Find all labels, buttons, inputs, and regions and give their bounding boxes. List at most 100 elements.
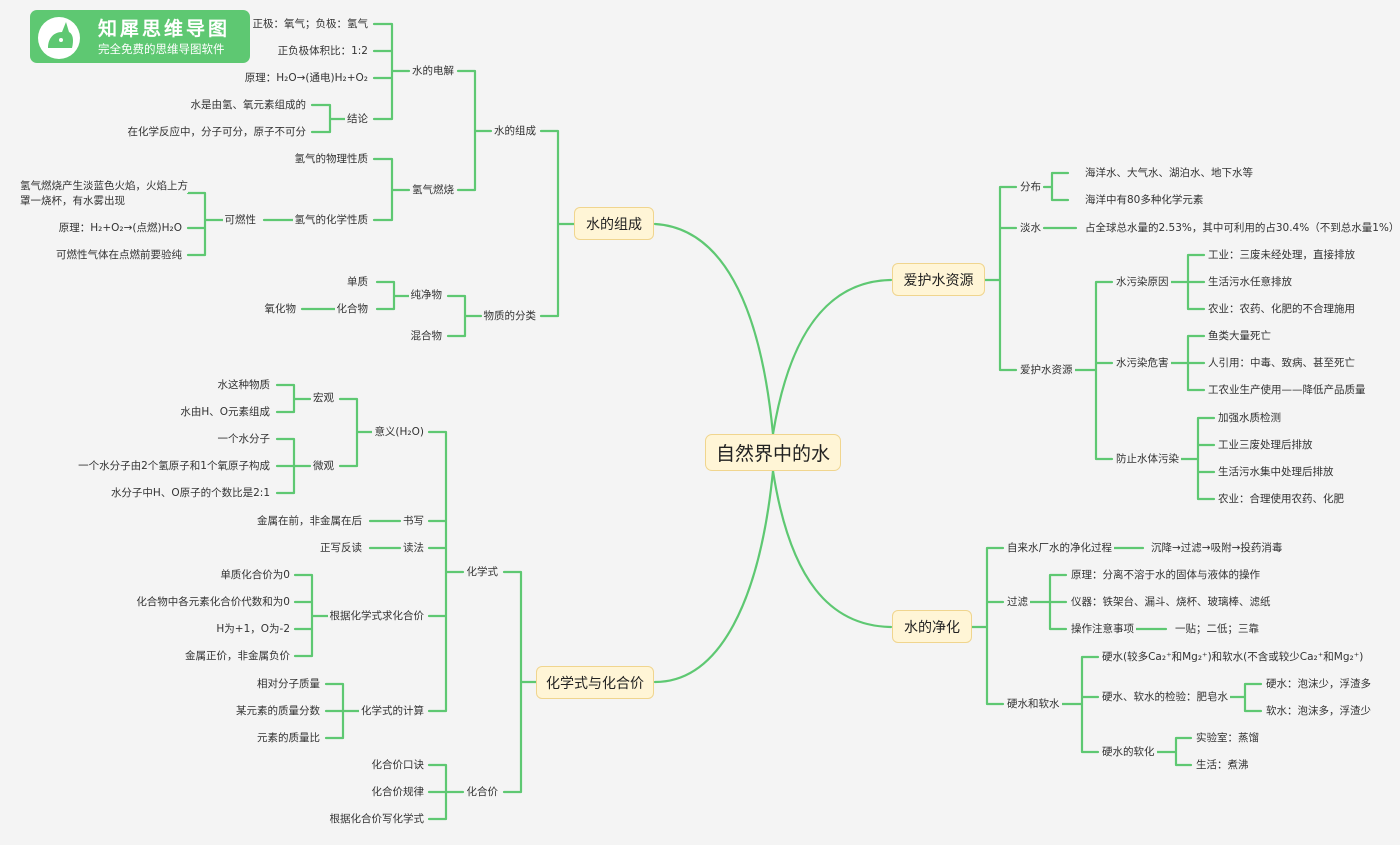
node-micro-atoms[interactable]: 一个水分子由2个氢原子和1个氧原子构成 (76, 459, 272, 473)
node-softening-lab[interactable]: 实验室：蒸馏 (1194, 731, 1261, 745)
node-hardness-definition[interactable]: 硬水(较多Ca₂⁺和Mg₂⁺)和软水(不含或较少Ca₂⁺和Mg₂⁺) (1100, 650, 1366, 664)
node-composition-sub[interactable]: 水的组成 (492, 124, 538, 138)
node-writing[interactable]: 书写 (401, 514, 426, 528)
node-filtration[interactable]: 过滤 (1005, 595, 1030, 609)
node-formula-calculation[interactable]: 化学式的计算 (359, 704, 426, 718)
topic-water-composition[interactable]: 水的组成 (574, 207, 654, 240)
node-mixture[interactable]: 混合物 (408, 329, 444, 343)
node-writing-rule[interactable]: 金属在前，非金属在后 (255, 514, 364, 528)
line-prevention (1176, 416, 1216, 501)
curve-root-formula (653, 469, 775, 684)
node-electrolysis[interactable]: 水的电解 (410, 64, 456, 78)
line-hardness (1058, 655, 1100, 754)
node-electrolysis-principle[interactable]: 原理：H₂O→(通电)H₂+O₂ (242, 71, 370, 85)
node-conclusion[interactable]: 结论 (345, 112, 370, 126)
node-micro[interactable]: 微观 (311, 459, 336, 473)
node-distribution-elements[interactable]: 海洋中有80多种化学元素 (1083, 193, 1206, 207)
node-flame-line2[interactable]: 罩一烧杯，有水雾出现 (20, 194, 125, 208)
node-freshwater-share[interactable]: 占全球总水量的2.53%，其中可利用的占30.4%（不到总水量1%） (1083, 221, 1400, 235)
node-valence-element-zero[interactable]: 单质化合价为0 (218, 568, 292, 582)
node-valence-rules[interactable]: 化合价规律 (369, 785, 426, 799)
node-distribution[interactable]: 分布 (1018, 180, 1043, 194)
node-hydrogen-chemical[interactable]: 氢气的化学性质 (292, 213, 370, 227)
line-protect (983, 185, 1018, 372)
node-flammability[interactable]: 可燃性 (222, 213, 258, 227)
node-mass-ratio[interactable]: 元素的质量比 (255, 731, 322, 745)
node-macro-water[interactable]: 水这种物质 (215, 378, 272, 392)
node-hardness-test[interactable]: 硬水、软水的检验：肥皂水 (1100, 690, 1230, 704)
node-micro-molecule[interactable]: 一个水分子 (215, 432, 272, 446)
node-reading[interactable]: 读法 (401, 541, 426, 555)
node-filtration-principle[interactable]: 原理：分离不溶于水的固体与液体的操作 (1069, 568, 1262, 582)
node-prevent-agriculture[interactable]: 农业：合理使用农药、化肥 (1216, 492, 1346, 506)
node-softening-home[interactable]: 生活：煮沸 (1194, 758, 1251, 772)
node-prevent-monitor[interactable]: 加强水质检测 (1216, 411, 1283, 425)
node-valence-metal[interactable]: 金属正价，非金属负价 (183, 649, 292, 663)
node-freshwater[interactable]: 淡水 (1018, 221, 1043, 235)
node-harm-production[interactable]: 工农业生产使用——降低产品质量 (1206, 383, 1368, 397)
logo-subtitle: 完全免费的思维导图软件 (98, 42, 225, 56)
node-verify-purity[interactable]: 可燃性气体在点燃前要验纯 (54, 248, 184, 262)
topic-protect-water[interactable]: 爱护水资源 (892, 263, 985, 296)
node-prevent-industry[interactable]: 工业三废处理后排放 (1216, 438, 1315, 452)
node-valence[interactable]: 化合价 (464, 785, 500, 799)
node-prevent-domestic[interactable]: 生活污水集中处理后排放 (1216, 465, 1336, 479)
brand-logo[interactable]: 知犀思维导图 完全免费的思维导图软件 (30, 10, 250, 63)
node-write-formula[interactable]: 根据化合价写化学式 (327, 812, 426, 826)
node-valence-from-formula[interactable]: 根据化学式求化合价 (327, 609, 426, 623)
node-treatment-steps[interactable]: 沉降→过滤→吸附→投药消毒 (1149, 541, 1285, 555)
line-flammability (186, 191, 228, 257)
node-filtration-rules[interactable]: 一贴；二低；三靠 (1173, 622, 1261, 636)
node-pollution-causes[interactable]: 水污染原因 (1114, 275, 1171, 289)
node-macro[interactable]: 宏观 (311, 391, 336, 405)
node-micro-ratio[interactable]: 水分子中H、O原子的个数比是2:1 (108, 486, 272, 500)
line-purify (970, 546, 1005, 706)
node-harm-fish[interactable]: 鱼类大量死亡 (1206, 329, 1273, 343)
node-soft-water-foam[interactable]: 软水：泡沫多，浮渣少 (1264, 704, 1373, 718)
root-topic[interactable]: 自然界中的水 (705, 434, 841, 471)
node-electrolysis-ratio[interactable]: 正负极体积比：1:2 (275, 44, 370, 58)
node-hydrogen-burning[interactable]: 氢气燃烧 (410, 183, 456, 197)
node-cause-domestic[interactable]: 生活污水任意排放 (1206, 275, 1294, 289)
node-conclusion-molecules[interactable]: 在化学反应中，分子可分，原子不可分 (125, 125, 308, 139)
node-conclusion-elements[interactable]: 水是由氢、氧元素组成的 (188, 98, 308, 112)
node-combustion-principle[interactable]: 原理：H₂+O₂→(点燃)H₂O (56, 221, 184, 235)
node-valence-h-o[interactable]: H为+1，O为-2 (214, 622, 292, 636)
node-electrolysis-poles[interactable]: 正极：氧气；负极：氢气 (250, 17, 370, 31)
line-classification (446, 294, 483, 338)
node-hard-water-foam[interactable]: 硬水：泡沫少，浮渣多 (1264, 677, 1373, 691)
node-meaning-h2o[interactable]: 意义(H₂O) (372, 425, 426, 439)
node-hydrogen-physical[interactable]: 氢气的物理性质 (292, 152, 370, 166)
node-cause-agriculture[interactable]: 农业：农药、化肥的不合理施用 (1206, 302, 1357, 316)
node-prevent-pollution[interactable]: 防止水体污染 (1114, 452, 1181, 466)
node-chemical-formula[interactable]: 化学式 (464, 565, 500, 579)
node-flame-line1[interactable]: 氢气燃烧产生淡蓝色火焰，火焰上方 (20, 179, 188, 193)
node-oxide[interactable]: 氧化物 (262, 302, 298, 316)
line-valence (427, 763, 465, 821)
node-element-substance[interactable]: 单质 (345, 275, 370, 289)
node-mass-fraction[interactable]: 某元素的质量分数 (234, 704, 322, 718)
node-pollution-harms[interactable]: 水污染危害 (1114, 356, 1171, 370)
node-filtration-equipment[interactable]: 仪器：铁架台、漏斗、烧杯、玻璃棒、滤纸 (1069, 595, 1273, 609)
node-valence-rhyme[interactable]: 化合价口诀 (369, 758, 426, 772)
node-treatment-plant[interactable]: 自来水厂水的净化过程 (1005, 541, 1114, 555)
node-protect-sub[interactable]: 爱护水资源 (1018, 363, 1075, 377)
node-reading-rule[interactable]: 正写反读 (318, 541, 364, 555)
node-cause-industry[interactable]: 工业：三废未经处理，直接排放 (1206, 248, 1357, 262)
node-distribution-types[interactable]: 海洋水、大气水、湖泊水、地下水等 (1083, 166, 1255, 180)
node-classification[interactable]: 物质的分类 (481, 309, 538, 323)
node-compound[interactable]: 化合物 (334, 302, 370, 316)
topic-formula-valence[interactable]: 化学式与化合价 (536, 666, 654, 699)
node-harm-people[interactable]: 人引用：中毒、致病、甚至死亡 (1206, 356, 1357, 370)
node-filtration-notes[interactable]: 操作注意事项 (1069, 622, 1136, 636)
line-chemical-formula (427, 430, 465, 713)
rhino-icon (38, 17, 80, 59)
node-molecular-mass[interactable]: 相对分子质量 (255, 677, 322, 691)
topic-water-purification[interactable]: 水的净化 (892, 610, 972, 643)
node-softening[interactable]: 硬水的软化 (1100, 745, 1157, 759)
node-valence-sum-zero[interactable]: 化合物中各元素化合价代数和为0 (134, 595, 292, 609)
node-macro-elements[interactable]: 水由H、O元素组成 (178, 405, 272, 419)
node-pure-substance[interactable]: 纯净物 (408, 288, 444, 302)
node-hard-soft-water[interactable]: 硬水和软水 (1005, 697, 1062, 711)
